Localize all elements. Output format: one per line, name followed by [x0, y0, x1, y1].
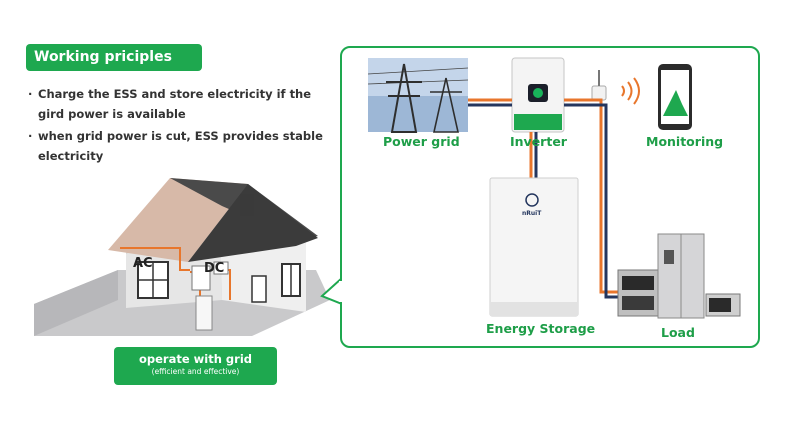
mode-title: operate with grid — [139, 352, 252, 366]
bullet-item: · Charge the ESS and store electricity i… — [28, 84, 328, 124]
section-title: Working priciples — [26, 44, 202, 71]
house-battery — [195, 295, 213, 331]
load-appliances — [617, 233, 741, 319]
house-dc-label: DC — [204, 261, 225, 276]
grid-to-inverter-wire — [468, 98, 512, 107]
power-grid-image — [367, 58, 469, 133]
battery-brand-label: nRuiT — [522, 210, 542, 217]
inverter-label: Inverter — [510, 134, 567, 149]
house-ac-label: AC — [133, 256, 153, 271]
wifi-signal-icon — [621, 77, 640, 105]
bullet-text: Charge the ESS and store electricity if … — [38, 87, 312, 121]
bullet-list: · Charge the ESS and store electricity i… — [28, 84, 328, 168]
house-combiner — [213, 261, 229, 275]
bullet-mark: · — [28, 87, 33, 101]
wifi-dongle — [591, 70, 607, 101]
house-inverter — [191, 265, 211, 291]
monitoring-label: Monitoring — [646, 134, 724, 149]
energy-storage-label: Energy Storage — [486, 321, 596, 336]
inverter-unit — [511, 57, 565, 133]
mode-subtitle: (efficient and effective) — [151, 367, 240, 376]
operate-with-grid-badge: operate with grid (efficient and effecti… — [114, 347, 277, 385]
monitoring-phone — [658, 64, 692, 130]
energy-storage-battery — [489, 177, 579, 317]
bullet-mark: · — [28, 129, 33, 143]
power-grid-label: Power grid — [383, 134, 460, 149]
load-label: Load — [661, 325, 695, 340]
bullet-item: · when grid power is cut, ESS provides s… — [28, 126, 328, 166]
house-door — [251, 275, 267, 303]
bullet-text: when grid power is cut, ESS provides sta… — [38, 129, 323, 163]
inverter-to-battery-wire — [529, 132, 538, 178]
